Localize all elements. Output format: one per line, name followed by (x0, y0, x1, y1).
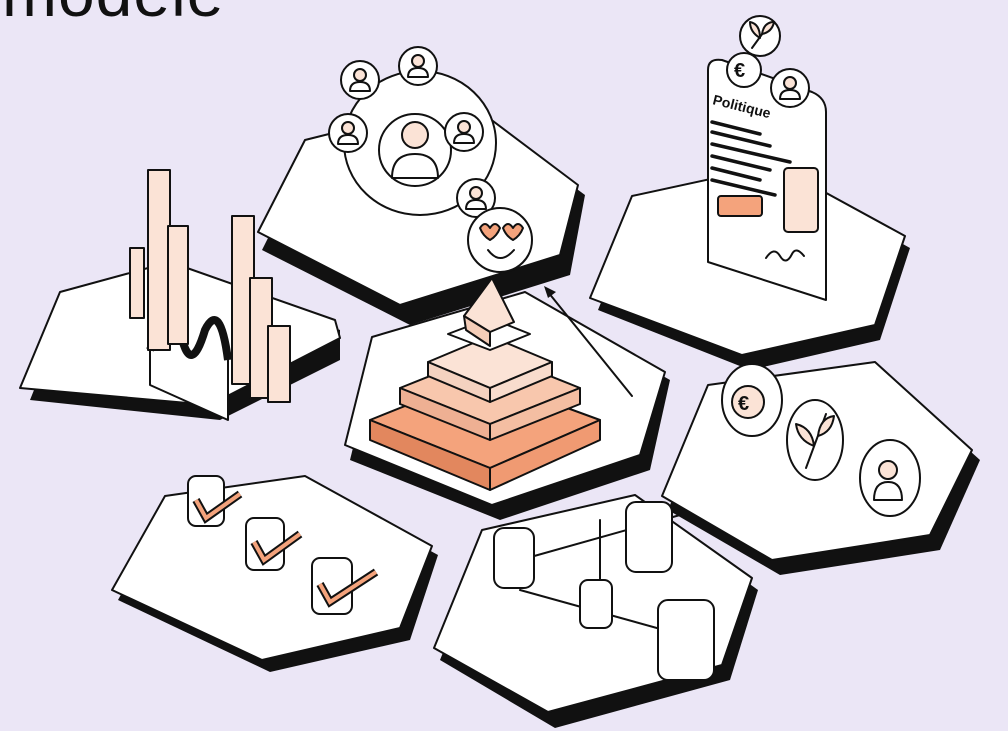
user-avatar-icon (860, 440, 920, 516)
euro-coin-icon: € (722, 364, 782, 436)
hexagon-people-network (258, 47, 585, 325)
heart-eyes-emoji-icon (468, 208, 532, 272)
user-avatar-icon (771, 69, 809, 107)
hexagon-values: € (662, 362, 980, 575)
plant-icon (787, 400, 843, 480)
euro-symbol: € (738, 393, 749, 415)
euro-coin-icon: € (727, 53, 761, 87)
euro-symbol: € (734, 60, 745, 82)
plant-icon (740, 16, 780, 56)
hexagon-checklist (112, 476, 438, 672)
hexagon-policy-document: Politique € (590, 16, 910, 370)
